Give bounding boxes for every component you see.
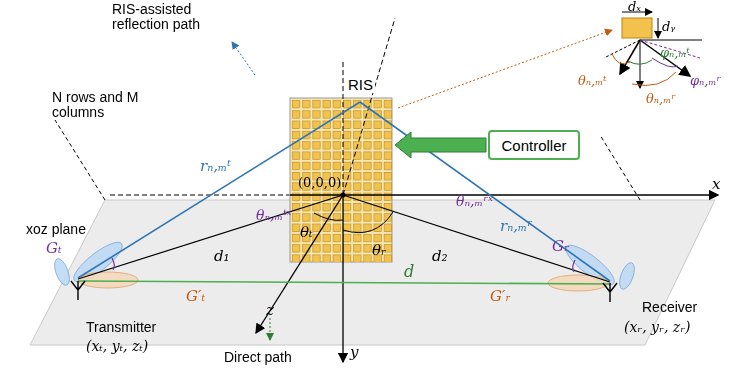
path-callout: RIS-assisted reflection path: [112, 2, 252, 33]
gain-label: Gᵣ: [552, 238, 569, 255]
distance-label: d: [404, 263, 414, 281]
gain-label: Gₜ: [46, 240, 62, 257]
distance-label: rₙ,ₘᵗ: [200, 158, 231, 175]
distance-label: rₙ,ₘʳ: [500, 218, 532, 235]
panel-heading: RIS: [346, 76, 375, 93]
plane-label: xoz plane: [26, 222, 86, 237]
angle-label: θₙ,ₘʳˣ: [456, 194, 493, 209]
device-label: Transmitter: [86, 320, 156, 335]
distance-label: d₁: [214, 248, 230, 265]
distance-label: d₂: [432, 248, 448, 265]
dimension-label: dᵧ: [662, 20, 675, 34]
dimension-label: dₓ: [628, 0, 641, 14]
angle-label: θₜ: [300, 224, 313, 241]
angle-label: θₙ,ₘʳ: [646, 92, 676, 106]
path-label: Direct path: [224, 350, 292, 365]
angle-label: θₙ,ₘᵗˣ: [256, 208, 292, 223]
angle-label: φₙ,ₘʳ: [690, 74, 721, 88]
gain-label: G′ᵣ: [490, 288, 511, 305]
angle-label: θᵣ: [372, 242, 386, 259]
axis-label: z: [266, 302, 274, 319]
axis-label: y: [350, 344, 358, 361]
device-label: Receiver: [642, 300, 697, 315]
control-arrow: [395, 132, 486, 158]
coordinate-label: (xₜ, yₜ, zₜ): [86, 339, 148, 354]
origin-label: (0,0,0): [298, 176, 341, 190]
box-label: Controller: [501, 137, 566, 154]
coordinate-label: (xᵣ, yᵣ, zᵣ): [624, 320, 691, 335]
axis-label: x: [712, 176, 720, 193]
angle-label: φₙ,ₘᵗ: [660, 46, 690, 60]
gain-label: G′ₜ: [186, 288, 205, 305]
angle-label: θₙ,ₘᵗ: [578, 74, 606, 88]
controller-box: Controller: [488, 130, 580, 160]
grid-note: N rows and M columns: [52, 90, 162, 121]
